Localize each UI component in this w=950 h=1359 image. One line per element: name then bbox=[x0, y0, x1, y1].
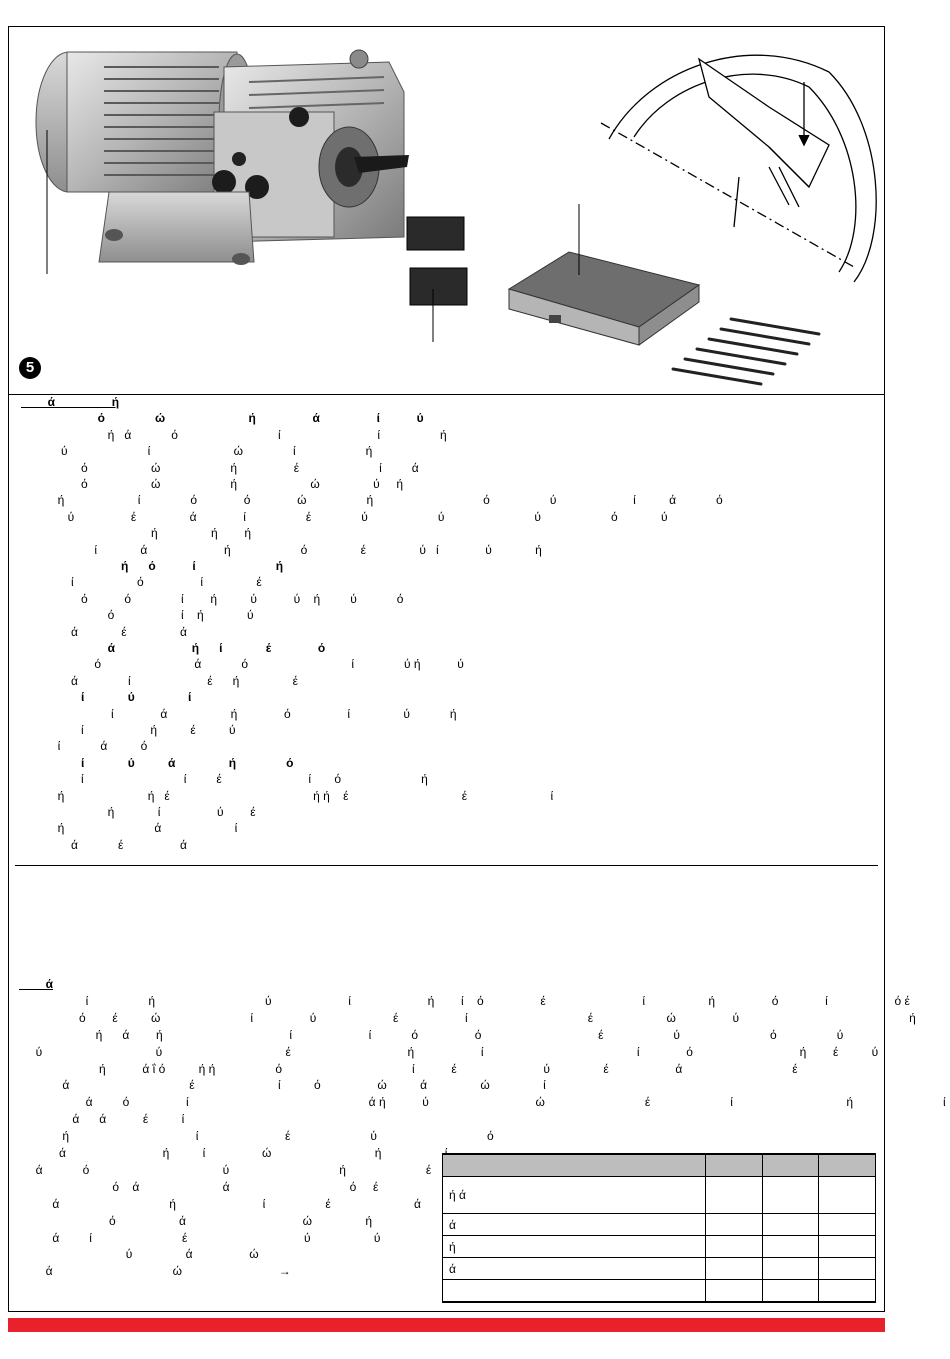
section1-line: ύ έ ά ί έ ύ ύ ύ ό ύ bbox=[21, 509, 668, 524]
spec-table-cell bbox=[818, 1279, 876, 1303]
troubleshooting-text-section: ά ί ή ύ ί ή ί ό έ ί bbox=[9, 977, 946, 1307]
page-frame: 5 ά ή ό ώ ή ά ί ύ ή ά ό bbox=[8, 26, 946, 1312]
section1-line: ή ί ό ό ώ ή ό ύ ί ά ό bbox=[21, 493, 723, 508]
section2-line: ό ά ώ ή bbox=[19, 1213, 373, 1228]
spec-table-cell bbox=[818, 1257, 876, 1280]
figure-number-badge: 5 bbox=[19, 357, 41, 379]
vane-wear-diagram bbox=[600, 54, 877, 283]
section2-line: ά ό ί ά ή ύ ώ έ ί bbox=[19, 1095, 946, 1110]
section2-line: ά ά έ ί bbox=[19, 1112, 185, 1127]
section2-line: ό έ ώ ί ύ έ ί έ ώ ύ bbox=[19, 1010, 916, 1025]
vane-images bbox=[406, 216, 468, 342]
spec-table-row: ή ά bbox=[442, 1176, 876, 1214]
spec-table-row: ή bbox=[442, 1235, 876, 1258]
section1-line: ί ύ ί bbox=[21, 690, 192, 705]
section1-line: ί ί έ ί ό ή bbox=[21, 772, 428, 787]
spec-table-row bbox=[442, 1279, 876, 1303]
spec-table-row: ά bbox=[442, 1213, 876, 1236]
spec-table-cell bbox=[705, 1257, 763, 1280]
spec-table-cell bbox=[761, 1235, 820, 1258]
section1-line: ή ή ή bbox=[21, 526, 252, 541]
section-divider bbox=[15, 865, 878, 866]
spec-table-cell bbox=[818, 1153, 876, 1177]
spec-table-cell bbox=[818, 1213, 876, 1236]
footer-red-bar bbox=[8, 1318, 885, 1332]
section2-line: ύ ύ έ ή ί ί ό bbox=[19, 1044, 879, 1059]
section1-line: ί ό ί έ bbox=[21, 575, 262, 590]
cover-plate-image bbox=[507, 204, 701, 346]
spec-table-cell: ά bbox=[442, 1257, 706, 1280]
section1-line: ί ύ ά ή ό bbox=[21, 755, 294, 770]
section1-line: ί ή έ ύ bbox=[21, 723, 236, 737]
spec-table-cell bbox=[761, 1153, 820, 1177]
section1-line: ό ώ ή έ ί ά bbox=[21, 460, 419, 475]
spec-table-cell bbox=[761, 1279, 820, 1303]
section2-line: ή ί έ ύ ό bbox=[19, 1129, 494, 1144]
spec-table-row bbox=[442, 1153, 876, 1177]
spec-table-cell bbox=[442, 1153, 706, 1177]
section1-line: ή ό ί ή bbox=[21, 559, 284, 573]
section2-line: ή ά ή ί ί ό ό έ ύ ό bbox=[19, 1027, 844, 1042]
section1-line: ή ά ί bbox=[21, 821, 238, 836]
section1-line: ί ά ή ό έ ύ ί ύ ή bbox=[21, 542, 542, 557]
spec-table-cell bbox=[761, 1257, 820, 1280]
section2-line: ά ή ί ώ ή ί bbox=[19, 1146, 448, 1160]
spec-table-cell bbox=[442, 1279, 706, 1303]
spec-table-cell bbox=[761, 1176, 820, 1214]
spec-table-cell bbox=[705, 1213, 763, 1236]
section1-line: ί ά ή ό ί ύ ή bbox=[21, 706, 457, 721]
spec-table-cell: ή ά bbox=[442, 1176, 706, 1214]
screws-image bbox=[671, 317, 821, 386]
section2-line: ύ ά ώ bbox=[19, 1247, 259, 1262]
spec-table-cell bbox=[818, 1176, 876, 1214]
section1-line: ό ώ ή ά ί ύ bbox=[21, 411, 424, 426]
section2-line: ά ό ύ ή έ bbox=[19, 1162, 432, 1177]
section2-line: ή ά ΐ ό ή ή ό ί έ ύ έ ά έ bbox=[19, 1061, 798, 1076]
spec-table-cell bbox=[705, 1279, 763, 1303]
section2-line: ί ή ύ ί ή ί ό έ ί ή bbox=[19, 993, 910, 1008]
section1-line: ό ί ή ύ bbox=[21, 608, 254, 623]
section1-line: ή ή έ ή ή έ έ ί bbox=[21, 788, 554, 803]
figure-area: 5 bbox=[9, 27, 884, 395]
spec-table-cell bbox=[705, 1153, 763, 1177]
section2-line: ά ή ί έ ά bbox=[19, 1196, 421, 1211]
section2-line: ά ί έ ύ ύ bbox=[19, 1230, 381, 1245]
section2-line: ά έ ί ό ώ ά ώ ί bbox=[19, 1078, 546, 1093]
illustration bbox=[35, 49, 877, 386]
section1-line: ί ά ό bbox=[21, 739, 148, 754]
spec-table-cell: ή bbox=[442, 1235, 706, 1258]
section1-line: ά ί έ ή έ bbox=[21, 673, 299, 688]
section1-line: ό ό ί ή ύ ύ ή ύ ό bbox=[21, 591, 404, 606]
section1-line: ύ ί ώ ί ή bbox=[21, 444, 373, 459]
section1-line: ά έ ά bbox=[21, 837, 187, 852]
section2-line: ό ά ά ό έ bbox=[19, 1179, 379, 1194]
spec-table-cell: ά bbox=[442, 1213, 706, 1236]
section2-line: ά bbox=[19, 977, 54, 991]
section1-line: ή ί ύ έ bbox=[21, 805, 256, 819]
spec-table-cell bbox=[818, 1235, 876, 1258]
section1-line: ά ή bbox=[21, 395, 120, 409]
section2-line: ά ώ → bbox=[19, 1264, 291, 1279]
spec-table-cell bbox=[761, 1213, 820, 1236]
section1-line: ή ά ό ί ί ή bbox=[21, 427, 447, 442]
section1-line: ά έ ά bbox=[21, 624, 187, 639]
spec-table-cell bbox=[705, 1235, 763, 1258]
vacuum-pump-image bbox=[35, 49, 409, 274]
spec-table-cell bbox=[705, 1176, 763, 1214]
section1-line: ό ώ ή ώ ύ ή bbox=[21, 477, 404, 491]
section1-line: ό ά ό ί ύ ή ύ bbox=[21, 657, 464, 672]
section1-line: ά ή ί έ ό bbox=[21, 641, 326, 655]
spec-table-row: ά bbox=[442, 1257, 876, 1280]
maintenance-text-section: ά ή ό ώ ή ά ί ύ ή ά ό bbox=[9, 395, 884, 865]
